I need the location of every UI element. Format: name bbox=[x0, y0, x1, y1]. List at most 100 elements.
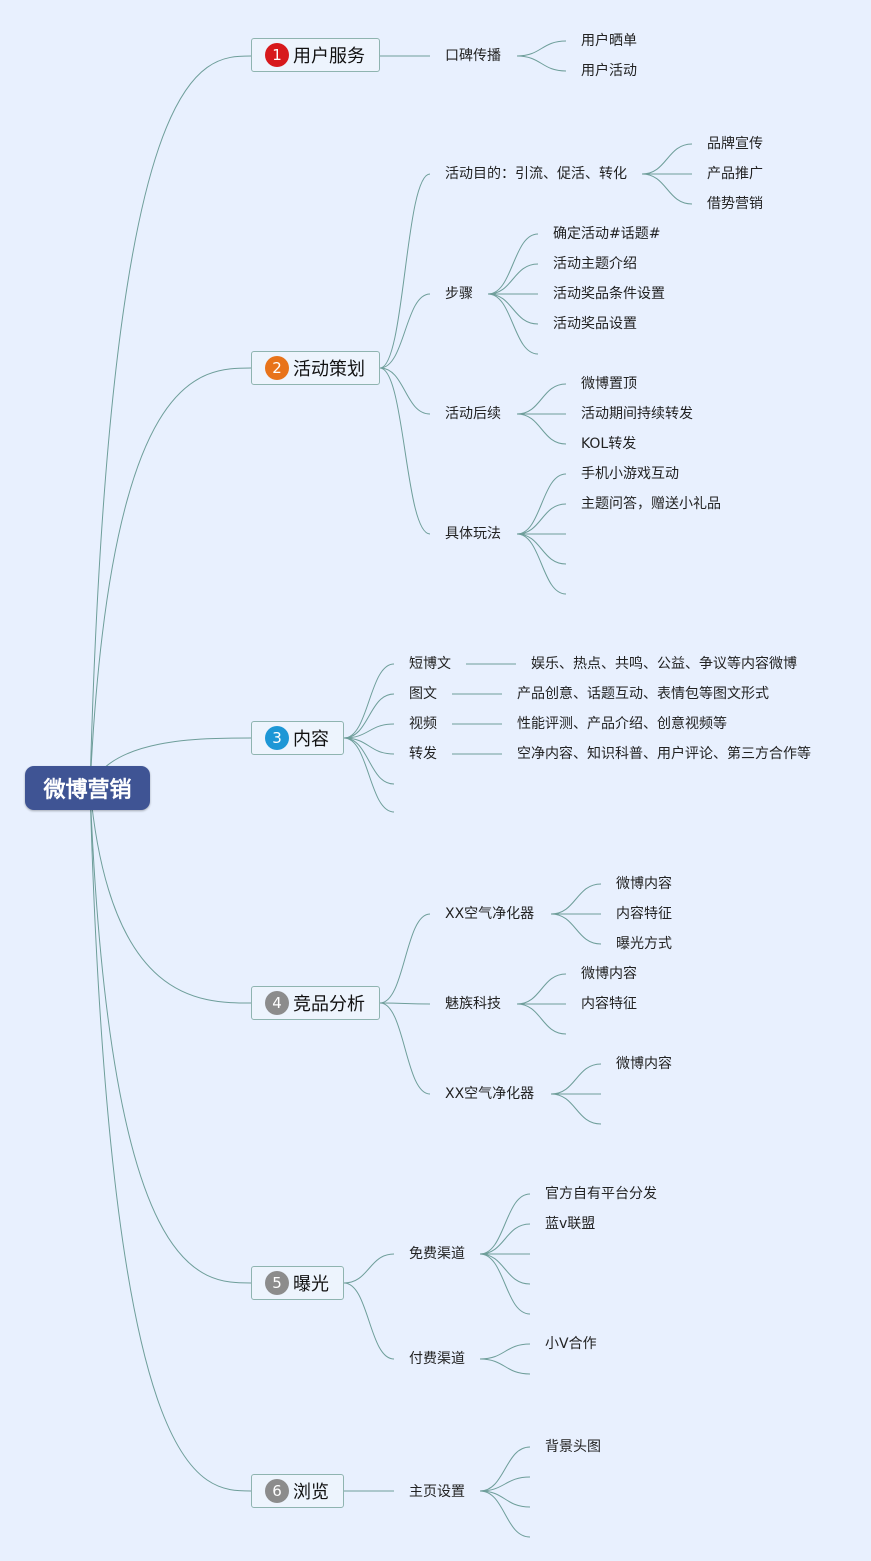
node-word-of-mouth[interactable]: 口碑传播 bbox=[445, 48, 501, 64]
word-of-mouth-fan bbox=[516, 40, 567, 57]
branch4-fan bbox=[379, 1002, 431, 1005]
node-c2-content-features[interactable]: 内容特征 bbox=[581, 996, 637, 1012]
node-competitor-2[interactable]: 魅族科技 bbox=[445, 996, 501, 1012]
node-c3-weibo-content[interactable]: 微博内容 bbox=[616, 1056, 672, 1072]
branch4-fan bbox=[379, 913, 431, 1004]
free-channel-fan bbox=[479, 1253, 531, 1315]
branch-label: 内容 bbox=[293, 729, 329, 750]
branch-activity-planning[interactable]: 2 活动策划 bbox=[251, 351, 380, 385]
node-c1-content-features[interactable]: 内容特征 bbox=[616, 906, 672, 922]
homepage-fan bbox=[479, 1446, 531, 1492]
node-kol-repost[interactable]: KOL转发 bbox=[581, 436, 637, 452]
steps-fan bbox=[487, 233, 539, 295]
homepage-fan bbox=[479, 1476, 531, 1492]
number-badge-6: 6 bbox=[265, 1479, 289, 1503]
competitor1-fan bbox=[550, 883, 602, 915]
branch2-fan bbox=[379, 367, 431, 415]
node-keep-reposting[interactable]: 活动期间持续转发 bbox=[581, 406, 693, 422]
node-steps[interactable]: 步骤 bbox=[445, 286, 473, 302]
node-product-promotion[interactable]: 产品推广 bbox=[707, 166, 763, 182]
node-homepage-settings[interactable]: 主页设置 bbox=[409, 1484, 465, 1500]
node-repost[interactable]: 转发 bbox=[409, 746, 437, 762]
node-competitor-1[interactable]: XX空气净化器 bbox=[445, 906, 535, 922]
node-official-platform[interactable]: 官方自有平台分发 bbox=[545, 1186, 657, 1202]
node-user-showcase[interactable]: 用户晒单 bbox=[581, 33, 637, 49]
branch-label: 曝光 bbox=[293, 1274, 329, 1295]
number-badge-4: 4 bbox=[265, 991, 289, 1015]
node-followup[interactable]: 活动后续 bbox=[445, 406, 501, 422]
node-short-post[interactable]: 短博文 bbox=[409, 656, 451, 672]
node-step-theme[interactable]: 活动主题介绍 bbox=[553, 256, 637, 272]
node-video-desc[interactable]: 性能评测、产品介绍、创意视频等 bbox=[517, 716, 727, 732]
root-branch-connector bbox=[89, 367, 252, 789]
node-step-prize-settings[interactable]: 活动奖品设置 bbox=[553, 316, 637, 332]
node-pin-weibo[interactable]: 微博置顶 bbox=[581, 376, 637, 392]
root-branch-connector bbox=[89, 787, 252, 1004]
branch-label: 浏览 bbox=[293, 1482, 329, 1503]
node-c1-weibo-content[interactable]: 微博内容 bbox=[616, 876, 672, 892]
node-step-topic[interactable]: 确定活动#话题# bbox=[553, 226, 661, 242]
node-activity-purpose[interactable]: 活动目的：引流、促活、转化 bbox=[445, 166, 627, 182]
node-gameplay[interactable]: 具体玩法 bbox=[445, 526, 501, 542]
node-image-text-desc[interactable]: 产品创意、话题互动、表情包等图文形式 bbox=[517, 686, 769, 702]
competitor2-fan bbox=[516, 1003, 567, 1035]
node-video[interactable]: 视频 bbox=[409, 716, 437, 732]
node-c2-weibo-content[interactable]: 微博内容 bbox=[581, 966, 637, 982]
node-competitor-3[interactable]: XX空气净化器 bbox=[445, 1086, 535, 1102]
branch3-fan bbox=[343, 663, 395, 739]
gameplay-fan bbox=[516, 503, 567, 535]
root-node[interactable]: 微博营销 bbox=[25, 766, 150, 810]
branch3-fan bbox=[343, 693, 395, 739]
node-small-v[interactable]: 小V合作 bbox=[545, 1336, 597, 1352]
node-step-prize-conditions[interactable]: 活动奖品条件设置 bbox=[553, 286, 665, 302]
branch5-fan bbox=[343, 1282, 395, 1360]
homepage-fan bbox=[479, 1490, 531, 1508]
node-blue-v-alliance[interactable]: 蓝v联盟 bbox=[545, 1216, 596, 1232]
competitor1-fan bbox=[550, 913, 602, 945]
branch-competitor-analysis[interactable]: 4 竞品分析 bbox=[251, 986, 380, 1020]
number-badge-2: 2 bbox=[265, 356, 289, 380]
node-free-channel[interactable]: 免费渠道 bbox=[409, 1246, 465, 1262]
node-c1-exposure-method[interactable]: 曝光方式 bbox=[616, 936, 672, 952]
followup-fan bbox=[516, 413, 567, 445]
followup-fan bbox=[516, 383, 567, 415]
root-branch-connector bbox=[89, 55, 252, 789]
competitor3-fan bbox=[550, 1063, 602, 1095]
node-brand-promotion[interactable]: 品牌宣传 bbox=[707, 136, 763, 152]
free-channel-fan bbox=[479, 1223, 531, 1255]
steps-fan bbox=[487, 293, 539, 355]
branch2-fan bbox=[379, 173, 431, 369]
node-background-header[interactable]: 背景头图 bbox=[545, 1439, 601, 1455]
node-user-activity[interactable]: 用户活动 bbox=[581, 63, 637, 79]
node-theme-quiz[interactable]: 主题问答，赠送小礼品 bbox=[581, 496, 721, 512]
number-badge-3: 3 bbox=[265, 726, 289, 750]
node-image-text[interactable]: 图文 bbox=[409, 686, 437, 702]
branch-label: 活动策划 bbox=[293, 359, 365, 380]
competitor3-fan bbox=[550, 1093, 602, 1125]
node-trend-marketing[interactable]: 借势营销 bbox=[707, 196, 763, 212]
branch2-fan bbox=[379, 367, 431, 535]
gameplay-fan bbox=[516, 533, 567, 595]
node-short-post-desc[interactable]: 娱乐、热点、共鸣、公益、争议等内容微博 bbox=[531, 656, 797, 672]
gameplay-fan bbox=[516, 473, 567, 535]
branch3-fan bbox=[343, 737, 395, 813]
root-branch-connector bbox=[89, 787, 252, 1492]
homepage-fan bbox=[479, 1490, 531, 1538]
node-paid-channel[interactable]: 付费渠道 bbox=[409, 1351, 465, 1367]
branch-exposure[interactable]: 5 曝光 bbox=[251, 1266, 344, 1300]
purpose-fan bbox=[641, 173, 693, 205]
word-of-mouth-fan bbox=[516, 55, 567, 72]
root-branch-connector bbox=[89, 787, 252, 1284]
branch-browse[interactable]: 6 浏览 bbox=[251, 1474, 344, 1508]
branch-user-service[interactable]: 1 用户服务 bbox=[251, 38, 380, 72]
branch3-fan bbox=[343, 723, 395, 739]
branch-content[interactable]: 3 内容 bbox=[251, 721, 344, 755]
number-badge-5: 5 bbox=[265, 1271, 289, 1295]
branch3-fan bbox=[343, 737, 395, 755]
steps-fan bbox=[487, 293, 539, 325]
node-repost-desc[interactable]: 空净内容、知识科普、用户评论、第三方合作等 bbox=[517, 746, 811, 762]
steps-fan bbox=[487, 263, 539, 295]
node-mobile-game[interactable]: 手机小游戏互动 bbox=[581, 466, 679, 482]
